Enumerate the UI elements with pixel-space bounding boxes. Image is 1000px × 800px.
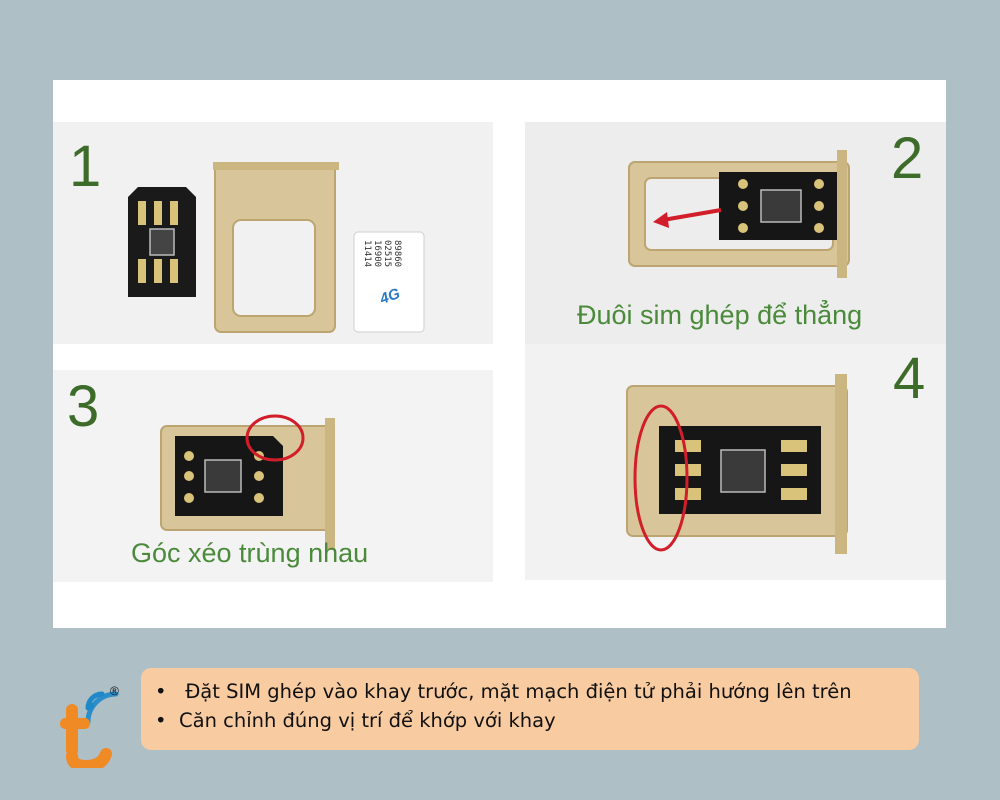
wifi-signal-icon <box>85 691 119 725</box>
sim-serial-line: 89860 <box>392 240 402 268</box>
bullet: • <box>155 680 167 703</box>
sim-adapter <box>128 187 196 297</box>
step-number: 1 <box>69 134 102 199</box>
step-2-panel: 2 Đuôi sim ghép để thẳng <box>525 122 946 344</box>
instruction-text: Căn chỉnh đúng vị trí để khớp với khay <box>179 709 556 732</box>
bullet: • <box>155 709 167 732</box>
step-3-illustration <box>160 414 335 550</box>
step-4-illustration <box>626 374 848 554</box>
step-number: 4 <box>893 346 926 411</box>
instruction-image: 1 <box>53 80 946 628</box>
instruction-text: Đặt SIM ghép vào khay trước, mặt mạch đi… <box>179 680 852 703</box>
network-badge: 4G <box>377 285 403 308</box>
step-2-illustration <box>628 150 850 278</box>
instructions-box: • Đặt SIM ghép vào khay trước, mặt mạch … <box>141 668 919 750</box>
sim-adapter <box>175 436 283 516</box>
registered-mark: ® <box>110 684 119 698</box>
sim-tray <box>213 162 339 333</box>
sim-serial-line: 11414 <box>362 240 372 268</box>
sim-adapter <box>719 172 837 240</box>
step-1-illustration <box>128 162 425 333</box>
sim-card <box>353 231 425 333</box>
step-caption: Góc xéo trùng nhau <box>131 538 369 568</box>
step-1-panel: 1 <box>53 122 493 344</box>
highlight-circle <box>245 414 305 462</box>
step-caption: Đuôi sim ghép để thẳng <box>577 300 863 330</box>
step-number: 2 <box>891 126 924 191</box>
direction-arrow <box>653 208 722 228</box>
step-3-panel: 3 Góc xéo trùng nhau <box>53 370 493 582</box>
brand-logo <box>60 691 119 768</box>
sim-card-print: 89860 02515 16900 11414 4G <box>354 232 424 332</box>
highlight-circle <box>633 404 689 552</box>
instruction-item: • Căn chỉnh đúng vị trí để khớp với khay <box>155 709 556 732</box>
sim-serial-line: 02515 <box>382 240 392 268</box>
step-number: 3 <box>67 374 100 439</box>
instruction-item: • Đặt SIM ghép vào khay trước, mặt mạch … <box>155 680 852 703</box>
sim-adapter <box>659 426 821 514</box>
sim-serial-line: 16900 <box>372 240 382 268</box>
letter-t-mark <box>60 704 112 768</box>
step-4-panel: 4 <box>525 344 946 580</box>
